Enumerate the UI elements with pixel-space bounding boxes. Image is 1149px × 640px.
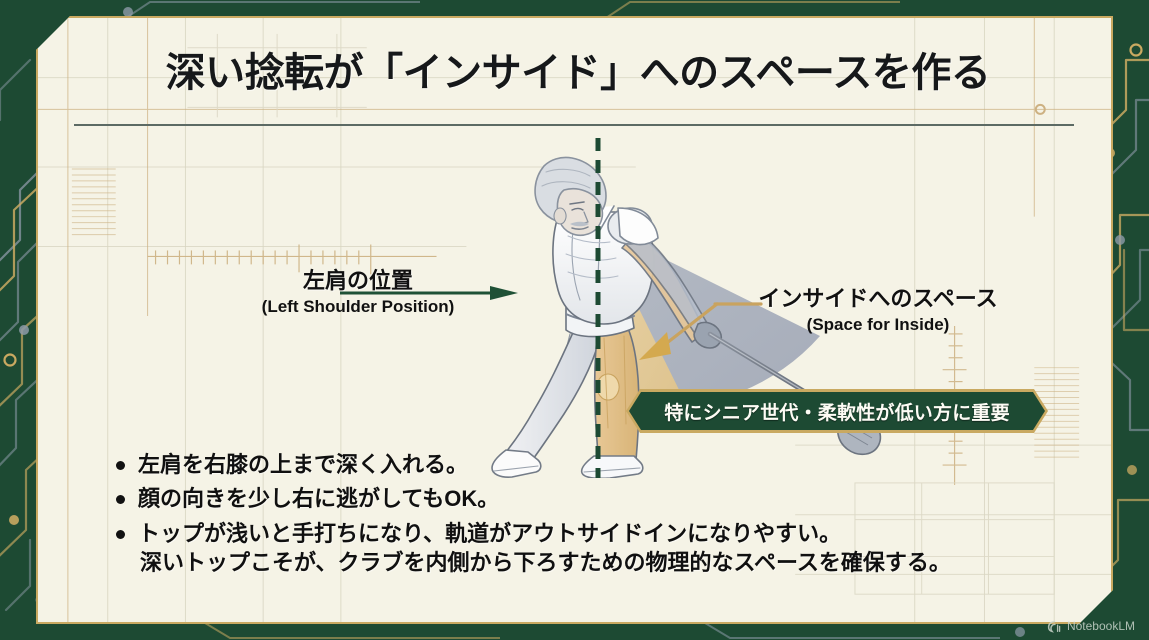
circuit-node-icon: [123, 7, 133, 17]
circuit-node-icon: [1015, 627, 1025, 637]
right-callout-arrow-icon: [623, 298, 763, 368]
content-panel: 深い捻転が「インサイド」へのスペースを作る: [36, 16, 1113, 624]
notebooklm-watermark-text: NotebookLM: [1066, 619, 1135, 633]
status-badge-inner: 特にシニア世代・柔軟性が低い方に重要: [629, 392, 1045, 430]
list-item: 顔の向きを少し右に逃がしてもOK。: [116, 484, 1066, 513]
bullet-dot-icon: [116, 495, 125, 504]
blueprint-grid: [38, 18, 1111, 622]
status-badge: 特にシニア世代・柔軟性が低い方に重要: [626, 389, 1048, 433]
list-item-text: トップが浅いと手打ちになり、軌道がアウトサイドインになりやすい。 深いトップこそ…: [138, 519, 951, 578]
right-callout-jp: インサイドへのスペース: [758, 286, 998, 311]
right-callout-en: (Space for Inside): [806, 315, 950, 335]
golfer-hands: [694, 322, 721, 348]
left-callout-en: (Left Shoulder Position): [261, 297, 455, 317]
bullet-dot-icon: [116, 530, 125, 539]
golfer-left-leg: [506, 326, 600, 466]
golfer-illustration: [448, 138, 918, 478]
list-item: 左肩を右膝の上まで深く入れる。: [116, 450, 1066, 479]
page-title: 深い捻転が「インサイド」へのスペースを作る: [165, 51, 991, 95]
list-item: トップが浅いと手打ちになり、軌道がアウトサイドインになりやすい。 深いトップこそ…: [116, 519, 1066, 578]
list-item-text-line2: 深いトップこそが、クラブを内側から下ろすための物理的なスペースを確保する。: [140, 550, 951, 576]
list-item-text-line1: トップが浅いと手打ちになり、軌道がアウトサイドインになりやすい。: [138, 520, 842, 546]
key-points-list: 左肩を右膝の上まで深く入れる。 顔の向きを少し右に逃がしてもOK。 トップが浅い…: [116, 450, 1066, 583]
list-item-text: 顔の向きを少し右に逃がしてもOK。: [138, 486, 500, 512]
space-inside-callout: インサイドへのスペース (Space for Inside): [728, 286, 1028, 335]
left-callout-jp: 左肩の位置: [302, 268, 413, 293]
status-badge-text: 特にシニア世代・柔軟性が低い方に重要: [664, 402, 1010, 424]
list-item-text: 左肩を右膝の上まで深く入れる。: [138, 452, 469, 477]
notebooklm-logo-icon: [1047, 620, 1061, 633]
left-callout-arrow-icon: [340, 286, 520, 300]
bullet-dot-icon: [116, 461, 125, 470]
notebooklm-watermark: NotebookLM: [1047, 619, 1135, 633]
title-underline: [74, 124, 1074, 126]
left-shoulder-callout: 左肩の位置 (Left Shoulder Position): [233, 268, 483, 317]
